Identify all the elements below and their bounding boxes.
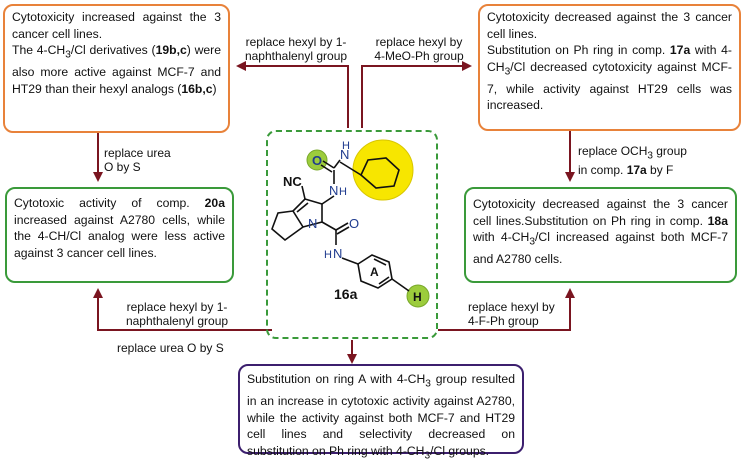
para-h-label: H	[413, 290, 422, 304]
bottom-text-end: /Cl groups.	[430, 443, 490, 458]
mid-left-text: Cytotoxic activity of comp.	[14, 196, 205, 210]
label-top-left: replace hexyl by 1- naphthalenyl group	[236, 35, 356, 63]
top-right-text: Substitution on Ph ring in comp.	[487, 43, 670, 58]
label-left-urea-2: O by S	[104, 160, 141, 174]
nh1-n: N	[340, 147, 349, 162]
label-right-och3: replace OCH3 group in comp. 17a by F	[578, 144, 687, 177]
nh1-h: H	[342, 140, 350, 152]
top-right-sub: 3	[504, 66, 511, 78]
compound-17a: 17a	[669, 43, 691, 58]
arrow-to-top-left	[236, 61, 349, 128]
nh2-n: N	[329, 183, 338, 198]
bottom-text-post: group resulted in an increase in cytotox…	[247, 372, 515, 458]
top-left-text-end: )	[212, 81, 217, 96]
mid-right-text-post: /Cl increased against both MCF-7 and A27…	[473, 230, 728, 267]
lead-compound-box	[266, 130, 438, 339]
top-right-line1: Cytotoxicity decreased against the 3 can…	[487, 10, 732, 41]
label-bottom-right-2: 4-F-Ph group	[468, 314, 539, 328]
ring-a-label: A	[370, 265, 379, 279]
label-top-left-1: replace hexyl by 1-	[245, 35, 347, 49]
label-bottom-center-text: replace urea O by S	[117, 341, 224, 355]
label-bottom-right-1: replace hexyl by	[468, 300, 555, 314]
top-left-line1: Cytotoxicity increased against the 3 can…	[12, 10, 221, 41]
label-right-och3-17a: 17a	[626, 163, 647, 178]
label-right-och3-post: group	[652, 144, 687, 158]
nc-label: NC	[283, 174, 302, 189]
compound-18a: 18a	[707, 213, 728, 228]
bottom-sub2: 3	[424, 450, 431, 462]
top-right-text-mid: with 4-CH	[487, 43, 732, 74]
mid-left-result-box: Cytotoxic activity of comp. 20a increase…	[5, 187, 234, 283]
label-right-och3-pre: replace OCH	[578, 144, 648, 158]
nh2-h: H	[339, 186, 347, 198]
molecule-bonds	[271, 157, 410, 292]
mid-right-sub: 3	[529, 236, 536, 248]
top-left-text-post: ) were also more active against MCF-7 an…	[12, 43, 221, 96]
pyrrole-n: N	[308, 216, 317, 231]
label-left-urea-1: replace urea	[104, 146, 171, 160]
bottom-result-box: Substitution on ring A with 4-CH3 group …	[238, 364, 524, 461]
bottom-sub: 3	[425, 378, 431, 390]
label-bottom-left-2: naphthalenyl group	[125, 314, 229, 328]
bottom-text: Substitution on ring A with 4-CH	[247, 372, 426, 386]
urea-o-label: O	[312, 153, 322, 168]
mid-right-result-box: Cytotoxicity decreased against the 3 can…	[464, 187, 737, 283]
compound-16bc: 16b,c	[181, 81, 213, 96]
arrow-to-mid-left-bottom	[93, 288, 272, 331]
label-bottom-left: replace hexyl by 1- naphthalenyl group	[112, 300, 242, 328]
molecule-labels: NC O N H N H N O H N A H 16a	[283, 140, 422, 304]
label-bottom-center: replace urea O by S	[117, 341, 224, 355]
arrow-to-top-right	[361, 61, 472, 128]
top-left-text: The 4-CH	[12, 43, 66, 58]
nh3-h: H	[324, 249, 332, 261]
top-left-result-box: Cytotoxicity increased against the 3 can…	[3, 4, 230, 133]
label-bottom-left-1: replace hexyl by 1-	[126, 300, 228, 314]
label-right-och3-2post: by F	[646, 163, 674, 178]
top-right-text-post: /Cl decreased cytotoxicity against MCF-7…	[487, 59, 732, 113]
top-right-result-box: Cytotoxicity decreased against the 3 can…	[478, 4, 741, 131]
arrow-to-mid-right-bottom	[438, 288, 575, 331]
label-right-och3-sub: 3	[647, 150, 653, 162]
compound-16a-label: 16a	[334, 286, 358, 302]
label-top-left-2: naphthalenyl group	[244, 49, 348, 63]
label-right-och3-2: in comp. 17a by F	[578, 163, 687, 177]
label-left-urea: replace urea O by S	[104, 146, 171, 174]
top-left-sub: 3	[65, 49, 71, 61]
mid-right-text: Cytotoxicity decreased against the 3 can…	[473, 197, 728, 228]
nh3-n: N	[333, 246, 342, 261]
amide-o: O	[349, 216, 359, 231]
top-left-text-mid: /Cl derivatives (	[70, 43, 156, 58]
mid-left-text-post: increased against A2780 cells, while the…	[14, 212, 225, 260]
hexyl-highlight-circle	[352, 139, 414, 201]
compound-20a: 20a	[204, 196, 225, 210]
label-right-och3-2pre: in comp.	[578, 163, 627, 178]
compound-19bc: 19b,c	[155, 43, 187, 58]
mid-right-text-mid: with 4-CH	[473, 230, 530, 245]
label-right-och3-1: replace OCH3 group	[578, 144, 687, 163]
label-top-right-1: replace hexyl by	[375, 35, 463, 49]
label-top-right-2: 4-MeO-Ph group	[374, 49, 464, 63]
label-bottom-right: replace hexyl by 4-F-Ph group	[468, 300, 555, 328]
para-position-highlight	[406, 284, 430, 308]
label-top-right: replace hexyl by 4-MeO-Ph group	[364, 35, 474, 63]
